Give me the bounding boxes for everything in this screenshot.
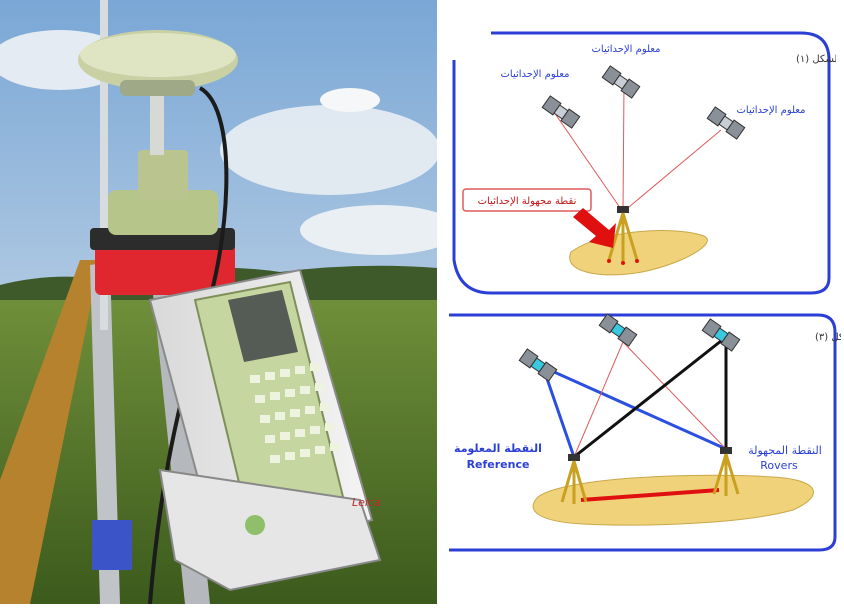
pointer-arrow [573,208,616,248]
unknown-point-label-en: Rovers [760,459,798,472]
satellite-icon [706,106,746,140]
figure-1-caption: الشكل (١) [796,54,836,65]
satellite-icon [601,65,641,99]
unknown-point-callout [462,188,592,212]
satellite-label: معلوم الإحداثيات [592,44,661,55]
reference-link [541,366,576,458]
figure-3-relative-positioning: الشكل (٣) النقطة المعلومة Referen [449,313,841,552]
unknown-point-label: نقطة مجهولة الإحداثيات [478,196,577,207]
satellite-label: معلوم الإحداثيات [501,69,570,80]
ground-surface [532,474,814,526]
satellite-icon [518,348,558,382]
satellite-label: معلوم الإحداثيات [737,105,806,116]
reference-tripod-icon [560,454,588,504]
brand-logo: Leica [352,496,381,509]
signal-ray [622,341,727,450]
figure-1-frame [452,31,831,295]
known-point-label-en: Reference [467,458,530,471]
signal-ray [622,84,625,213]
rover-link [573,335,727,459]
tripod-icon [607,206,639,265]
satellite-icon [541,95,581,129]
unknown-point-label: النقطة المجهولة [748,444,822,457]
signal-ray [555,114,624,213]
baseline [580,488,720,502]
known-point-label: النقطة المعلومة [454,442,542,455]
rover-tripod-icon [712,447,740,496]
satellite-icon [701,318,741,352]
satellite-icon [598,313,638,347]
figure-3-caption: الشكل (٣) [815,332,841,343]
signal-ray [573,341,624,458]
figure-1-absolute-positioning: الشكل (١) معلوم الإحداثيات معلوم الإحداث… [452,31,836,295]
signal-ray [622,129,722,213]
gnss-receiver-photo: Leica [0,0,437,604]
